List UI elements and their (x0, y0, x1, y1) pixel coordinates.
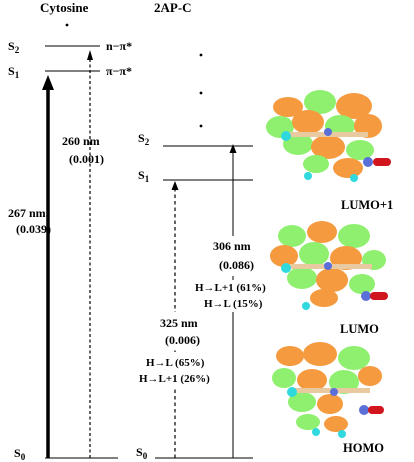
cytosine-s2-character: n−π* (106, 39, 132, 53)
2ap-c-325-wavelength: 325 nm (160, 316, 198, 330)
2ap-c-s0-label: S0 (136, 445, 148, 461)
cytosine-260-oscillator: (0.001) (69, 152, 104, 166)
cytosine-s2-label: S2 (8, 39, 20, 55)
cytosine-heading: Cytosine (40, 0, 89, 15)
cytosine-transition-260 (87, 50, 93, 458)
2ap-c-ellipsis (199, 53, 203, 128)
2ap-c-325-component-2: H→L+1 (26%) (139, 373, 210, 385)
2ap-c-306-wavelength: 306 nm (213, 239, 251, 253)
cytosine-s1-label: S1 (8, 64, 20, 80)
orbital-lumo-plus-1-image (266, 90, 391, 182)
2ap-c-325-oscillator: (0.006) (165, 333, 200, 347)
2ap-c-306-component-1: H→L+1 (61%) (195, 282, 266, 294)
orbital-homo-label: HOMO (343, 441, 384, 455)
2ap-c-325-component-1: H→L (65%) (146, 357, 205, 369)
cytosine-267-wavelength: 267 nm (8, 206, 46, 220)
orbital-lumo-image (270, 221, 388, 310)
orbital-homo-image (272, 342, 384, 438)
2ap-c-306-oscillator: (0.086) (219, 258, 254, 272)
2ap-c-s2-label: S2 (138, 131, 150, 147)
2ap-c-heading: 2AP-C (154, 0, 192, 15)
cytosine-s1-character: π−π* (106, 64, 132, 78)
2ap-c-s1-label: S1 (138, 168, 150, 184)
cytosine-267-oscillator: (0.039) (16, 222, 51, 236)
cytosine-ellipsis (65, 23, 69, 27)
cytosine-transition-267 (42, 75, 54, 458)
2ap-c-306-component-2: H→L (15%) (204, 298, 263, 310)
cytosine-260-wavelength: 260 nm (62, 134, 100, 148)
cytosine-s0-label: S0 (14, 446, 26, 462)
orbital-lumo-plus-1-label: LUMO+1 (341, 198, 393, 212)
orbital-lumo-label: LUMO (340, 322, 379, 336)
2ap-c-transition-325 (171, 181, 179, 458)
